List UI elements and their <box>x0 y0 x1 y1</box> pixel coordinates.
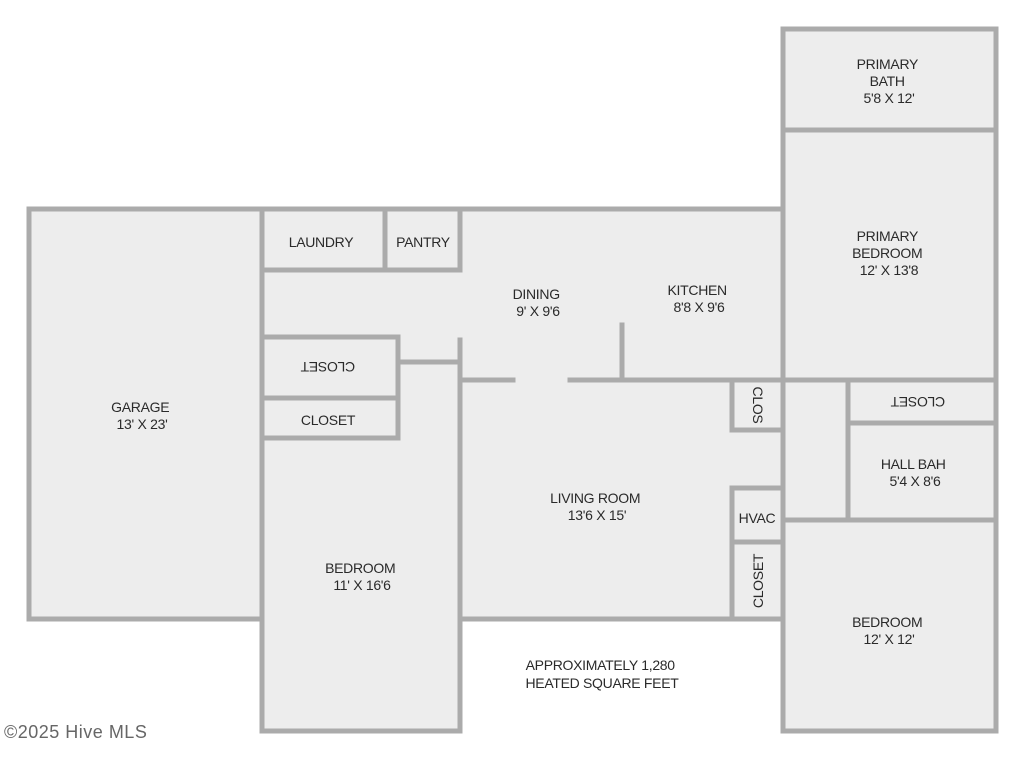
copyright-watermark: ©2025 Hive MLS <box>4 722 148 742</box>
closet-label: CLOSET <box>301 412 356 428</box>
walls <box>26 26 999 734</box>
garage-label: GARAGE 13' X 23' <box>111 399 173 432</box>
bedroom-left-label: BEDROOM 11' X 16'6 <box>325 560 399 593</box>
clos-label: CLOS <box>750 387 766 424</box>
kitchen-label: KITCHEN 8'8 X 9'6 <box>668 282 731 315</box>
room-fills <box>29 29 996 731</box>
laundry-label: LAUNDRY <box>289 234 355 250</box>
primary-bedroom-label: PRIMARY BEDROOM 12' X 13'8 <box>852 228 926 278</box>
area-note: APPROXIMATELY 1,280 HEATED SQUARE FEET <box>525 657 679 691</box>
primary-bath-label: PRIMARY BATH 5'8 X 12' <box>857 56 922 106</box>
bedroom-right-label: BEDROOM 12' X 12' <box>852 614 926 647</box>
hvac-label: HVAC <box>739 510 776 526</box>
closet-vertical-label: CLOSET <box>750 553 766 608</box>
pantry-label: PANTRY <box>396 234 451 250</box>
hall-bath-label: HALL BAH 5'4 X 8'6 <box>881 456 949 489</box>
closet-right-label: CLOSET <box>890 394 945 410</box>
living-room-label: LIVING ROOM 13'6 X 15' <box>550 490 644 523</box>
dining-label: DINING 9' X 9'6 <box>513 286 564 319</box>
closet-upside-down-label: CLOSET <box>300 359 355 375</box>
